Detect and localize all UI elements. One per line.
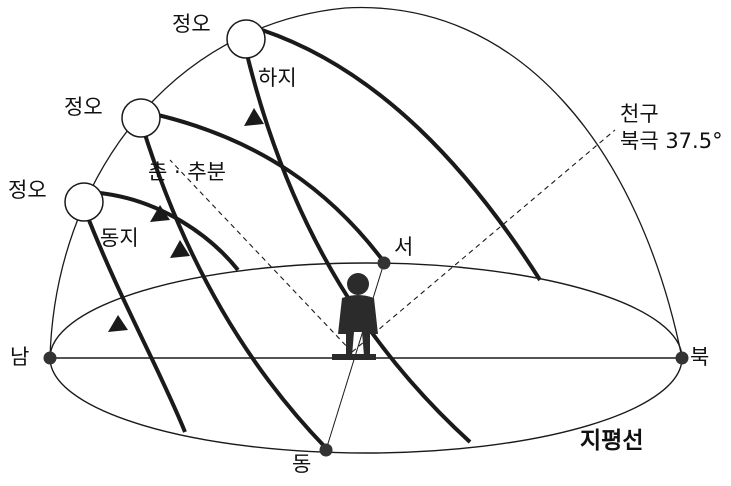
point-north <box>675 351 689 365</box>
celestial-pole-axis <box>351 129 616 353</box>
label-celestial-pole-1: 천구 <box>620 102 659 126</box>
winter-path-arrow-2 <box>150 205 170 222</box>
label-equinox: 춘 · 추분 <box>148 160 226 184</box>
label-west: 서 <box>394 235 414 259</box>
summer-path-arrow <box>244 108 264 126</box>
equinox-path-arrow <box>170 240 190 258</box>
label-celestial-pole-2: 북극 37.5° <box>620 129 723 153</box>
observer-figure <box>332 273 378 360</box>
summer-sun-path-rising <box>242 41 472 444</box>
sun-winter-noon <box>64 182 104 222</box>
label-noon-summer: 정오 <box>172 12 211 36</box>
label-summer-solstice: 하지 <box>258 66 297 90</box>
label-north: 북 <box>690 345 710 369</box>
point-south <box>43 351 57 365</box>
label-noon-winter: 정오 <box>8 178 47 202</box>
label-east: 동 <box>292 452 312 476</box>
winter-sun-path-rising <box>83 209 187 433</box>
winter-sun-path-setting <box>99 191 240 272</box>
winter-path-arrow <box>108 315 128 332</box>
label-south: 남 <box>10 345 30 369</box>
equator-direction-line <box>169 159 353 353</box>
label-horizon: 지평선 <box>580 428 644 454</box>
label-noon-equinox: 정오 <box>64 95 103 119</box>
equinox-sun-path-setting <box>157 113 386 264</box>
sun-equinox-noon <box>121 98 161 138</box>
equinox-sun-path-rising <box>140 124 328 450</box>
point-east <box>319 443 333 457</box>
summer-sun-path-setting <box>261 28 542 282</box>
point-west <box>377 256 391 270</box>
sun-summer-noon <box>226 19 266 59</box>
label-winter-solstice: 동지 <box>100 226 139 250</box>
